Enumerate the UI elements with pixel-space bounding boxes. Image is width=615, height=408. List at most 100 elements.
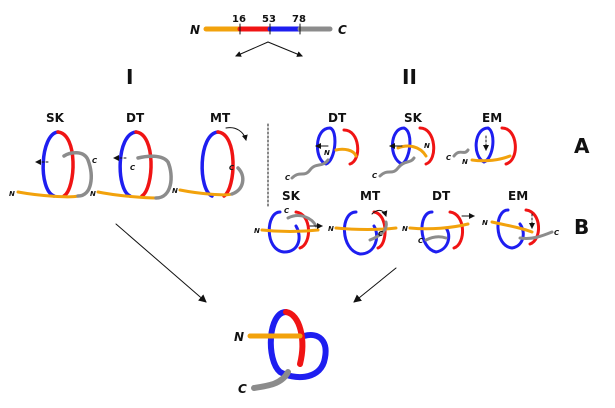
bar-tick-label-16: 16 (232, 14, 246, 25)
n-terminus-label: N (172, 187, 178, 195)
bar-c-label: C (338, 23, 347, 37)
n-terminus-label: N (254, 227, 260, 235)
c-terminus-label: C (285, 174, 291, 182)
chain-red (448, 210, 464, 250)
chain-c-terminal (518, 230, 554, 240)
pathway-i-step-mt: MT N C (172, 111, 248, 198)
c-terminus-label: C (378, 230, 384, 238)
step-label: MT (360, 189, 381, 203)
n-terminus-label: N (402, 225, 408, 233)
n-terminus-label: N (462, 158, 468, 166)
chain-n-terminal (178, 188, 234, 197)
chain-c-terminal (62, 151, 93, 198)
step-label: MT (210, 111, 231, 125)
chain-n-terminal (334, 226, 398, 231)
chain-n-terminal (408, 222, 470, 231)
row-label-a: A (574, 134, 590, 158)
chain-red (524, 208, 540, 246)
knot-red (283, 309, 306, 367)
chain-n-terminal (490, 220, 534, 234)
arrow-ii-to-knot (353, 267, 397, 303)
n-terminus-label: N (424, 142, 430, 150)
pathway-ii-b-step-em: EM N C (482, 189, 560, 250)
sequence-bar: N 16 53 78 C (190, 14, 347, 57)
step-label: SK (404, 111, 423, 125)
knot-blue (267, 309, 329, 381)
chain-n-terminal (334, 147, 358, 158)
bar-n-label: N (190, 23, 200, 37)
motion-arrow (225, 127, 248, 141)
step-label: SK (46, 111, 65, 125)
step-label: EM (508, 189, 528, 203)
chain-blue (420, 210, 451, 254)
pathway-i-step-dt: DT N C (90, 111, 173, 200)
chain-n-terminal (96, 190, 158, 200)
knot-c-terminal (251, 369, 291, 391)
c-terminus-label: C (284, 207, 290, 215)
n-terminus-label: N (324, 149, 330, 157)
step-label: DT (432, 189, 451, 203)
pathway-i-step-sk: SK N C (9, 111, 98, 199)
chain-c-terminal (136, 154, 173, 200)
chain-c-terminal (230, 166, 245, 196)
chain-red (418, 126, 436, 166)
pathway-ii-b-step-mt: MT N C (328, 189, 398, 256)
bar-tick-label-78: 78 (292, 14, 306, 25)
pathway-label-ii: II (402, 65, 417, 89)
chain-c-terminal (286, 214, 318, 228)
row-label-b: B (574, 215, 589, 239)
c-terminus-label: C (418, 237, 424, 245)
n-terminus-label: N (9, 190, 15, 198)
chain-n-terminal (470, 154, 512, 163)
split-arrow-right (267, 41, 303, 57)
chain-red (216, 130, 235, 198)
chain-blue (200, 130, 220, 198)
chain-blue (267, 210, 301, 254)
chain-blue (118, 130, 138, 198)
chain-red (56, 130, 75, 198)
pathway-ii-a-step-sk: SK N C (372, 111, 436, 180)
chain-blue (496, 208, 525, 250)
chain-blue-loop (474, 126, 495, 164)
chain-c-terminal (424, 235, 448, 242)
bar-tick-label-53: 53 (262, 14, 276, 25)
n-terminus-label: N (90, 190, 96, 198)
chain-c-terminal (368, 220, 388, 242)
n-terminus-label: N (328, 225, 334, 233)
chain-n-terminal (396, 144, 428, 158)
split-arrow-left (235, 41, 269, 57)
chain-red (134, 130, 153, 198)
chain-c-terminal (452, 148, 470, 158)
knot-c-label: C (238, 382, 247, 396)
chain-red (342, 128, 360, 166)
step-label: SK (282, 189, 301, 203)
chain-n-terminal (260, 228, 320, 233)
knot-n-label: N (234, 330, 244, 344)
step-label: DT (328, 111, 347, 125)
c-terminus-label: C (130, 164, 136, 172)
c-terminus-label: C (229, 164, 235, 172)
c-terminus-label: C (554, 229, 560, 237)
chain-blue (41, 130, 60, 198)
chain-red (500, 126, 517, 166)
motion-arrow (371, 209, 388, 217)
n-terminus-label: N (482, 219, 488, 227)
c-terminus-label: C (92, 157, 98, 165)
pathway-label-i: I (126, 65, 133, 89)
c-terminus-label: C (446, 154, 452, 162)
chain-n-terminal (16, 190, 80, 199)
step-label: EM (482, 111, 502, 125)
pathway-ii-a-step-em: EM N C (446, 111, 517, 166)
final-knot: N C (234, 309, 329, 396)
chain-blue (343, 210, 379, 256)
chain-red (294, 210, 310, 250)
arrow-i-to-knot (115, 223, 207, 303)
step-label: DT (126, 111, 145, 125)
pathway-ii-b-step-sk: SK N C (254, 189, 323, 254)
pathway-ii-a-step-dt: DT N C (285, 111, 360, 182)
c-terminus-label: C (372, 172, 378, 180)
chain-c-terminal (378, 156, 416, 178)
pathway-ii-b-step-dt: DT N C (402, 189, 475, 254)
